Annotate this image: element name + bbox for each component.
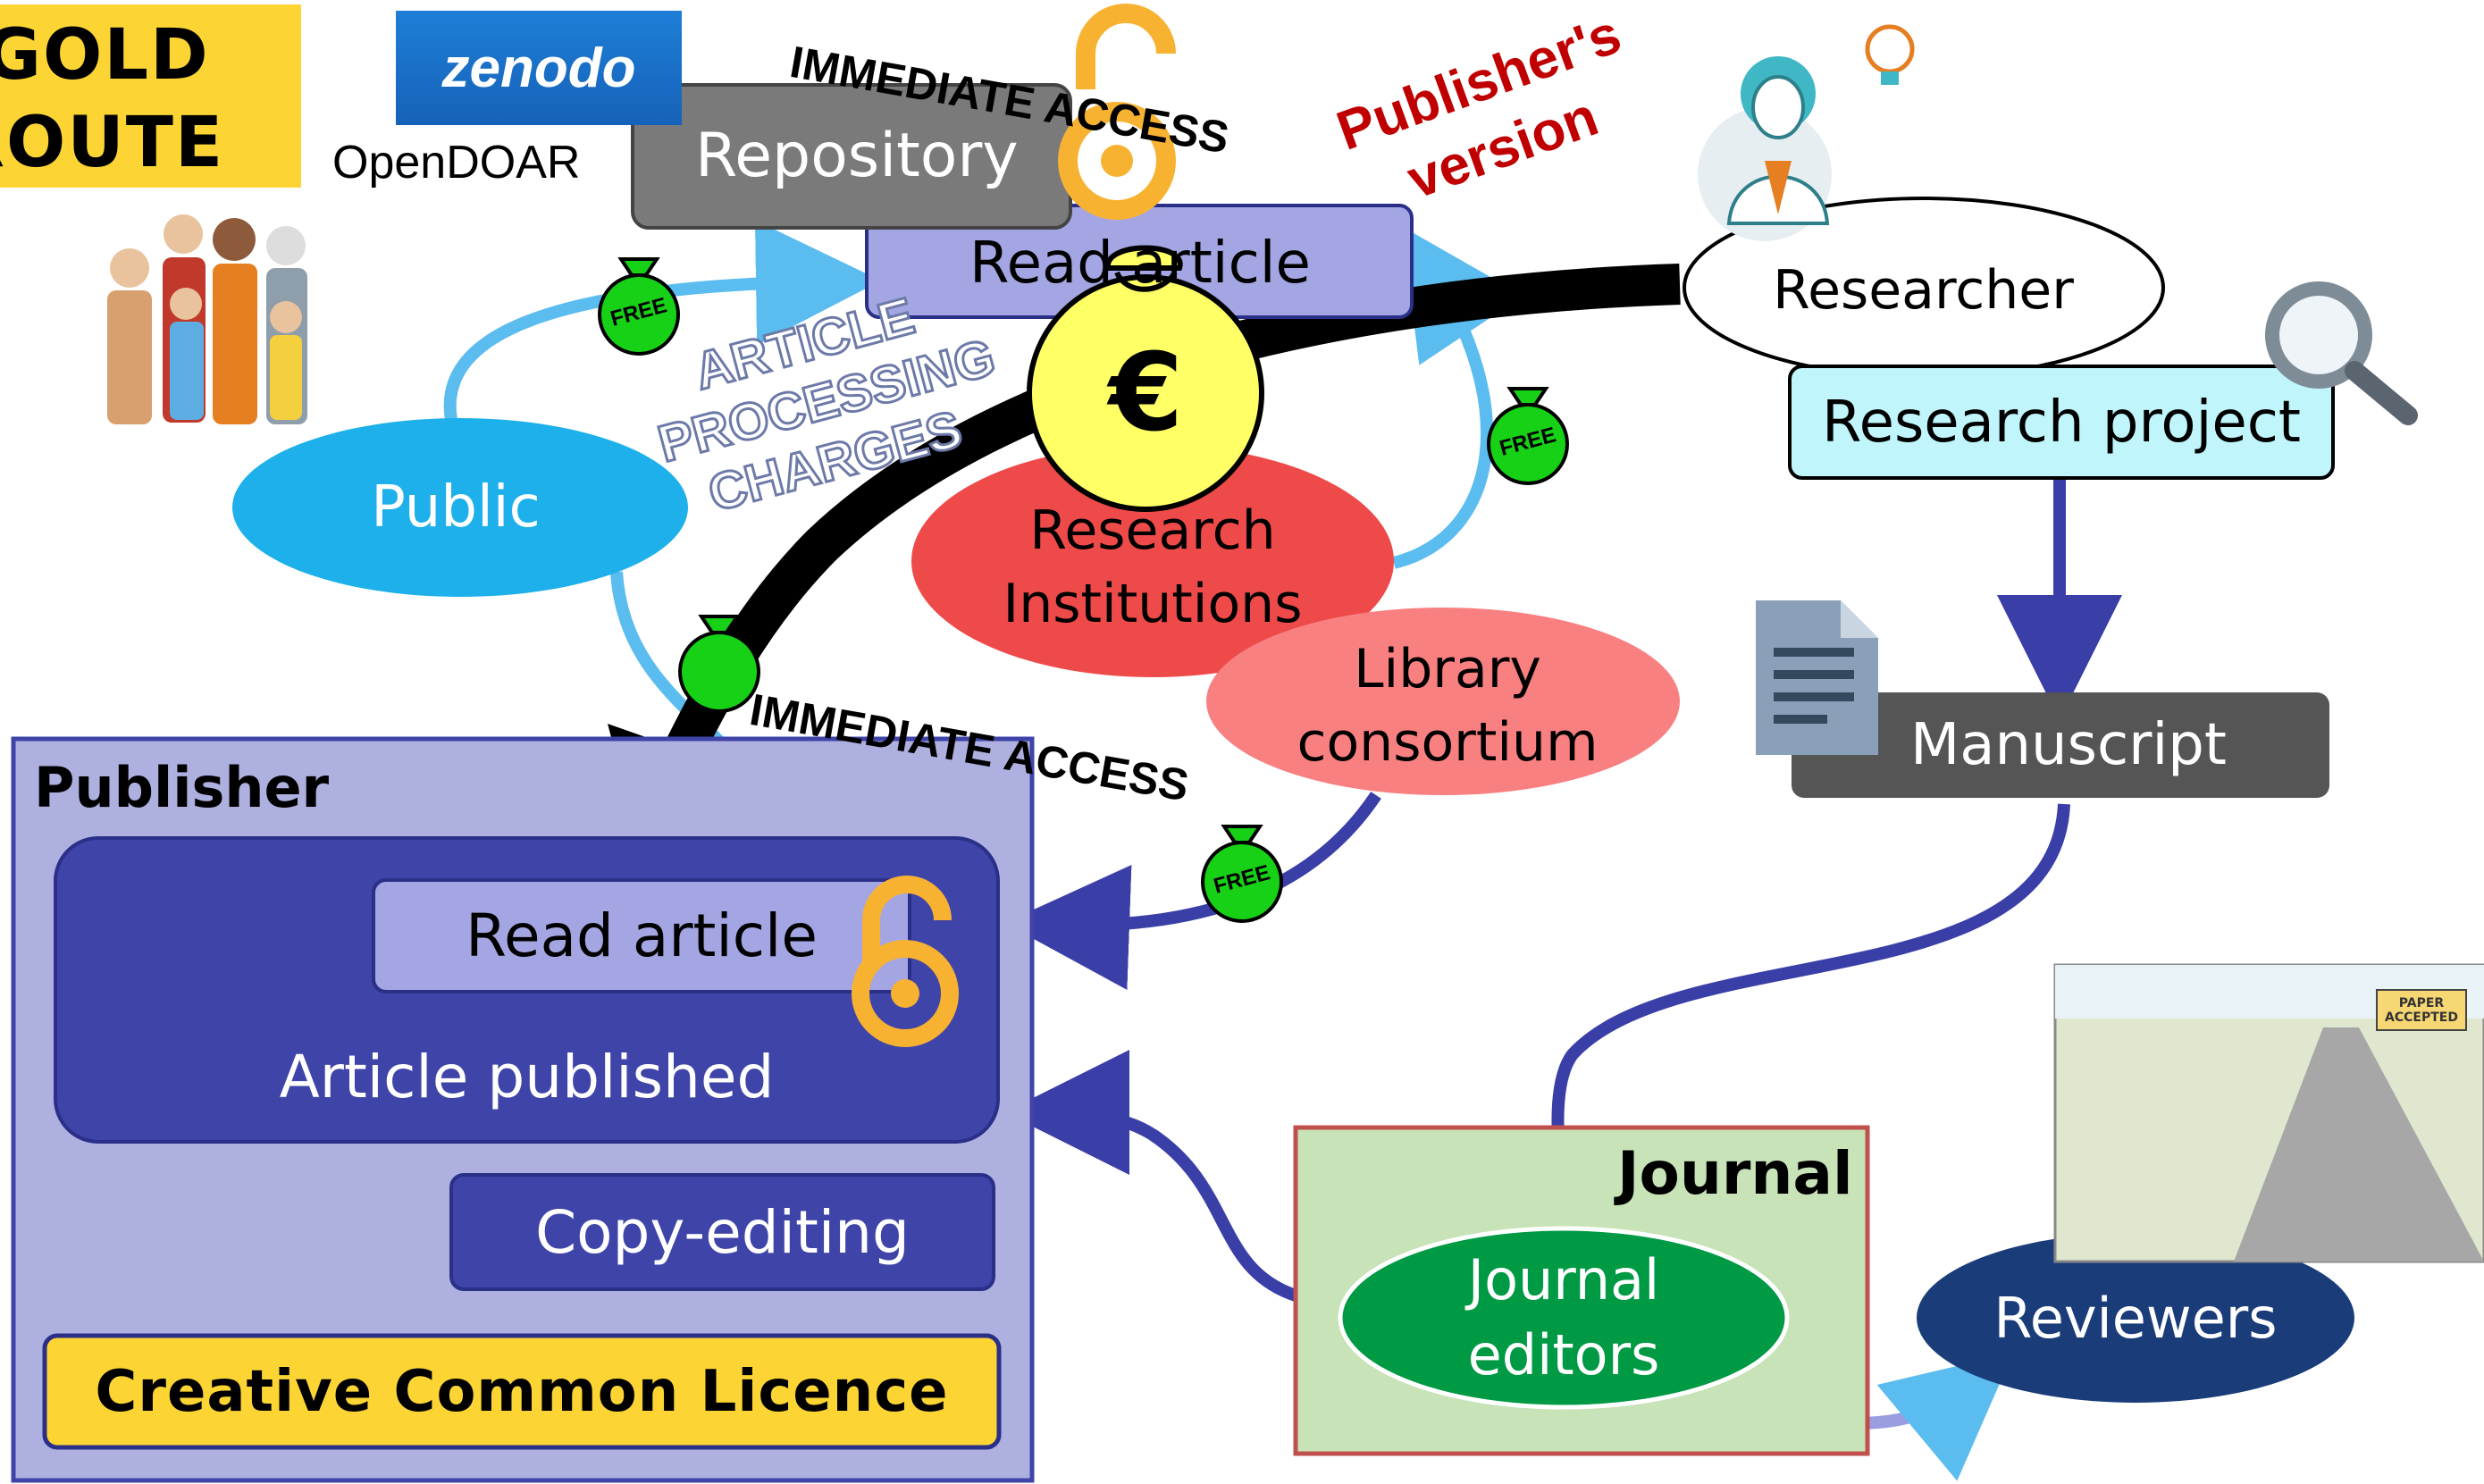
open-access-lock-bottom: [852, 876, 959, 1047]
manuscript-box: [1792, 692, 2329, 798]
researcher-label[interactable]: Researcher: [1773, 259, 2074, 322]
researcher-avatar: [1698, 56, 1832, 241]
peer-review-cartoon: [2053, 963, 2484, 1263]
free-money-bag-1: FREE: [585, 250, 692, 357]
cartoon-sign-label: PAPER ACCEPTED: [2385, 995, 2458, 1025]
euro-icon: €: [1108, 331, 1184, 456]
gold-route-line2: ROUTE: [0, 103, 225, 183]
open-access-lock-top: [1058, 4, 1176, 220]
library-consortium-line2: consortium: [1297, 711, 1599, 774]
journal-to-publisher-arrow: [1004, 1050, 1298, 1302]
article-published-label[interactable]: Article published: [279, 1042, 775, 1111]
free-money-bag-4: [666, 608, 773, 715]
research-institutions-line1: Research: [1029, 499, 1276, 562]
zenodo-logo[interactable]: zenodo: [396, 11, 682, 125]
gold-route-banner: GOLD ROUTE: [0, 4, 301, 188]
public-to-read-arrow: [443, 220, 881, 422]
library-consortium-label[interactable]: Library consortium: [1251, 630, 1644, 782]
library-consortium-line1: Library: [1354, 638, 1541, 700]
public-ellipse: [232, 418, 688, 597]
free-money-bag-3: FREE: [1188, 817, 1296, 925]
journal-editors-label[interactable]: Journal editors: [1358, 1242, 1769, 1394]
publisher-title: Publisher: [34, 755, 330, 820]
research-institutions-ellipse: [911, 445, 1394, 677]
document-icon: [1756, 600, 1878, 755]
public-label[interactable]: Public: [371, 474, 541, 541]
family-illustration: [107, 214, 307, 424]
research-institutions-line2: Institutions: [1003, 573, 1303, 635]
free-money-bag-2: FREE: [1474, 380, 1582, 487]
read-article-bottom-label[interactable]: Read article: [466, 901, 818, 970]
journal-editors-line1: Journal: [1467, 1247, 1660, 1312]
library-consortium-ellipse: [1206, 608, 1680, 795]
institutions-loop-arrow: [1392, 226, 1523, 569]
reviewers-label[interactable]: Reviewers: [1993, 1285, 2278, 1351]
journal-editors-line2: editors: [1467, 1322, 1660, 1388]
research-institutions-label[interactable]: Research Institutions: [965, 491, 1340, 643]
opendoar-label[interactable]: OpenDOAR: [332, 137, 581, 189]
research-project-box: [1788, 365, 2335, 480]
journal-editors-ellipse: [1338, 1226, 1790, 1410]
lightbulb-icon: [1865, 24, 1915, 85]
licence-box: [42, 1333, 1002, 1450]
magnifier-icon: [2265, 281, 2418, 425]
manuscript-label[interactable]: Manuscript: [1910, 712, 2227, 778]
gold-route-line1: GOLD: [0, 15, 210, 96]
euro-money-bag: [1027, 245, 1264, 512]
journal-title: Journal: [1617, 1139, 1853, 1208]
copy-editing-box: [449, 1173, 995, 1291]
repository-label[interactable]: Repository: [695, 121, 1019, 191]
read-article-top-label[interactable]: Read article: [969, 231, 1311, 297]
reviewers-ellipse: [1917, 1233, 2354, 1403]
copy-editing-label[interactable]: Copy-editing: [535, 1197, 910, 1267]
read-article-bottom-box: [372, 878, 911, 994]
licence-label[interactable]: Creative Common Licence: [95, 1358, 949, 1425]
research-project-label[interactable]: Research project: [1821, 389, 2302, 456]
